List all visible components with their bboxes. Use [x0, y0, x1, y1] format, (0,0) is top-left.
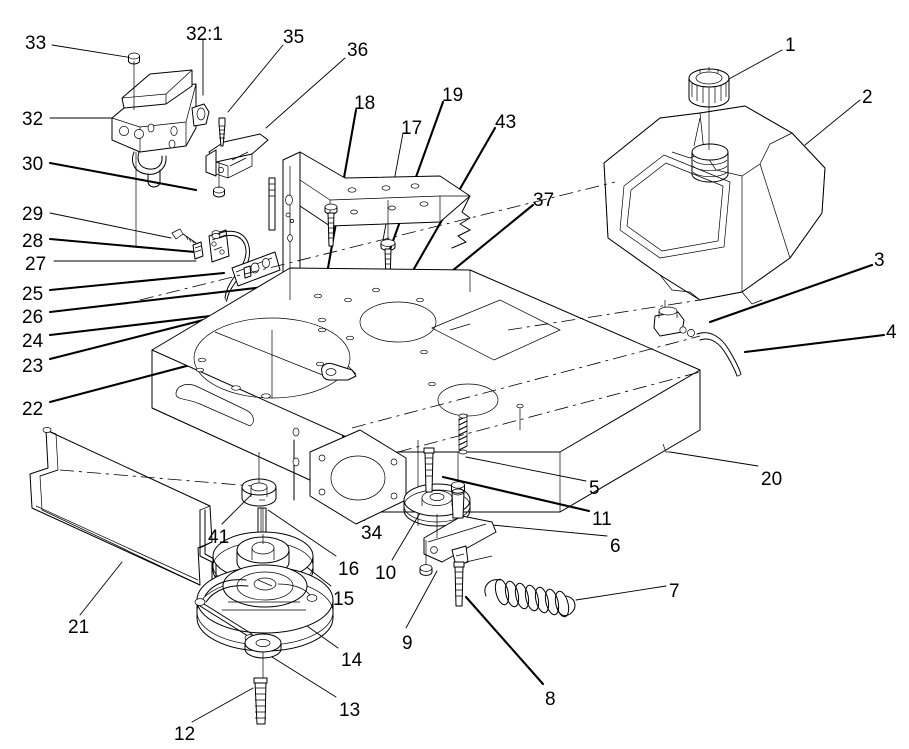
callout-19: 19 [442, 85, 464, 106]
callout-13: 13 [339, 700, 361, 721]
callout-30: 30 [22, 154, 44, 175]
callout-7: 7 [669, 581, 680, 602]
leader-line-16 [267, 509, 337, 557]
callout-3: 3 [874, 250, 885, 271]
callout-10: 10 [375, 563, 397, 584]
leader-line-20 [669, 451, 759, 467]
callout-36: 36 [347, 40, 369, 61]
leader-line-33 [51, 44, 134, 59]
leader-line-11 [441, 475, 591, 513]
marker-20 [662, 443, 670, 453]
leader-line-10 [391, 512, 421, 561]
upper-vertical-panel [282, 151, 471, 301]
leader-line-6 [491, 524, 608, 537]
callout-25: 25 [22, 284, 44, 305]
callout-24: 24 [22, 331, 44, 352]
handle-loop-25 [211, 230, 251, 303]
callout-37: 37 [533, 190, 555, 211]
callout-32: 32 [22, 109, 44, 130]
alignment-axes [59, 181, 701, 487]
callout-11: 11 [592, 509, 612, 530]
belt-guard-group [29, 427, 219, 589]
washer-13-bolt-12 [244, 633, 282, 725]
leader-line-2 [804, 99, 861, 146]
leader-line-21 [79, 561, 123, 616]
leader-line-30 [48, 161, 198, 192]
callout-5: 5 [589, 478, 600, 499]
callout-29: 29 [22, 204, 44, 225]
callout-20: 20 [761, 469, 783, 490]
leader-line-4 [743, 333, 886, 354]
callout-26: 26 [22, 307, 44, 328]
callout-32-1: 32:1 [186, 24, 223, 45]
callout-22: 22 [22, 399, 44, 420]
spacer-41 [241, 452, 277, 507]
callout-15: 15 [333, 589, 355, 610]
leader-line-36 [265, 57, 346, 129]
leader-line-3 [708, 263, 874, 324]
callout-21: 21 [68, 617, 90, 638]
callout-23: 23 [22, 356, 44, 377]
leader-line-7 [575, 585, 667, 601]
callout-33: 33 [25, 33, 47, 54]
callout-34: 34 [361, 523, 383, 544]
callout-43: 43 [495, 112, 517, 133]
leader-line-8 [464, 595, 545, 686]
leader-line-9 [405, 570, 438, 629]
leader-line-12 [191, 687, 254, 723]
chassis-deck-group [151, 267, 701, 526]
callout-18: 18 [354, 93, 376, 114]
callout-28: 28 [22, 231, 44, 252]
compression-spring [458, 413, 468, 455]
hardware-29-28-27 [171, 228, 230, 263]
callout-12: 12 [174, 724, 196, 745]
callout-2: 2 [862, 87, 873, 108]
spacer-11-bolt-9 [419, 447, 465, 607]
callout-14: 14 [341, 650, 363, 671]
extension-spring [484, 578, 576, 618]
callout-8: 8 [545, 689, 556, 710]
callout-35: 35 [283, 27, 305, 48]
leader-line-29 [49, 212, 172, 239]
callout-9: 9 [402, 633, 413, 654]
callout-27: 27 [25, 254, 47, 275]
callout-41: 41 [208, 527, 230, 548]
leader-line-25 [48, 271, 226, 292]
callout-17: 17 [401, 118, 423, 139]
bracket-35-group [205, 117, 269, 198]
callout-4: 4 [886, 322, 897, 343]
callout-16: 16 [338, 559, 360, 580]
callout-6: 6 [610, 536, 621, 557]
callout-1: 1 [785, 35, 796, 56]
fuel-cap-group [688, 67, 730, 150]
leader-line-5 [465, 456, 587, 482]
fuel-valve-hose-group [653, 300, 742, 377]
leader-line-28 [48, 237, 197, 254]
fuel-tank-group [603, 105, 826, 305]
leader-line-35 [227, 44, 284, 113]
electrical-box-group [111, 52, 210, 248]
idler-arm [423, 514, 497, 567]
leader-line-13 [271, 656, 337, 698]
leader-line-26 [48, 285, 266, 314]
